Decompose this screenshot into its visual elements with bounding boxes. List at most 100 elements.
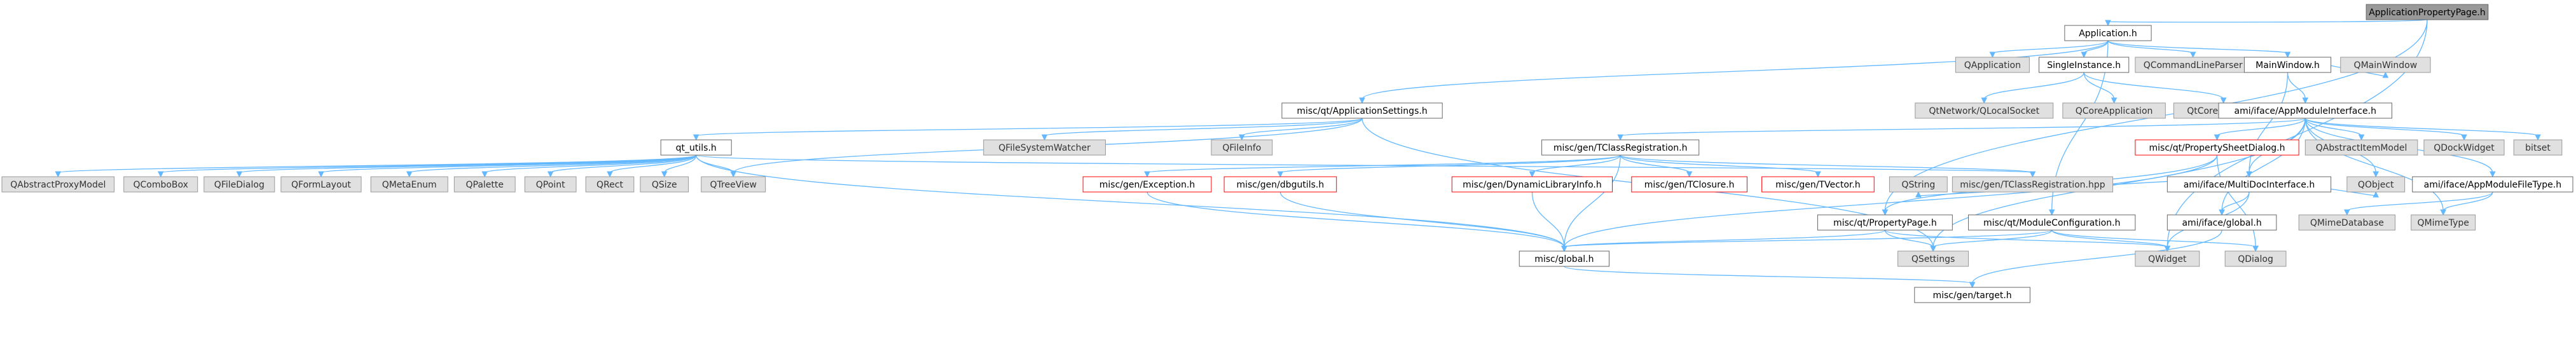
edge-tclassreg-to-exception bbox=[1147, 154, 1621, 174]
edge-dbgutils-to-miscglobal bbox=[1279, 191, 1565, 248]
node-qrect: QRect bbox=[585, 176, 635, 193]
node-target[interactable]: misc/gen/target.h bbox=[1914, 287, 2030, 303]
node-box bbox=[2135, 57, 2251, 73]
node-label: misc/gen/TVector.h bbox=[1775, 180, 1861, 190]
node-qmainwindow: QMainWindow bbox=[2340, 57, 2431, 73]
node-tclosure[interactable]: misc/gen/TClosure.h bbox=[1631, 176, 1747, 193]
node-label: ApplicationPropertyPage.h bbox=[2369, 8, 2485, 18]
node-box bbox=[1968, 214, 2136, 231]
node-qfileinfo: QFileInfo bbox=[1211, 139, 1273, 156]
node-appmodule[interactable]: ami/iface/AppModuleInterface.h bbox=[2218, 102, 2392, 119]
node-label: misc/qt/PropertyPage.h bbox=[1833, 218, 1937, 228]
node-multidoc[interactable]: ami/iface/MultiDocInterface.h bbox=[2166, 176, 2332, 193]
node-propsheet[interactable]: misc/qt/PropertySheetDialog.h bbox=[2135, 139, 2299, 156]
edge-arrowhead bbox=[2373, 191, 2380, 198]
node-tclassreg[interactable]: misc/gen/TClassRegistration.h bbox=[1541, 139, 1700, 156]
node-box bbox=[1451, 176, 1613, 193]
node-label: QMainWindow bbox=[2354, 60, 2418, 71]
node-tclassreghpp: misc/gen/TClassRegistration.hpp bbox=[1952, 176, 2114, 193]
node-mainwindow[interactable]: MainWindow.h bbox=[2243, 57, 2332, 73]
node-box bbox=[660, 139, 732, 156]
node-box bbox=[453, 176, 516, 193]
node-box bbox=[1281, 102, 1443, 119]
node-qapplication: QApplication bbox=[1955, 57, 2030, 73]
node-qtutils[interactable]: qt_utils.h bbox=[660, 139, 732, 156]
edge-appsettings-to-qtutils bbox=[696, 118, 1363, 137]
node-label: QComboBox bbox=[133, 180, 188, 190]
node-appsettings[interactable]: misc/qt/ApplicationSettings.h bbox=[1281, 102, 1443, 119]
edge-appmodft-to-qmimedb bbox=[2346, 191, 2493, 212]
node-app[interactable]: Application.h bbox=[2064, 25, 2152, 41]
edge-arrowhead bbox=[2440, 209, 2446, 216]
node-box bbox=[280, 176, 362, 193]
edge-singleinstance-to-qtglobal bbox=[2083, 72, 2224, 100]
node-label: QCommandLineParser bbox=[2144, 60, 2243, 71]
node-label: QObject bbox=[2358, 180, 2394, 190]
node-singleinstance[interactable]: SingleInstance.h bbox=[2039, 57, 2130, 73]
node-qdialog: QDialog bbox=[2224, 250, 2287, 267]
edge-arrowhead bbox=[236, 171, 243, 178]
node-miscglobal[interactable]: misc/global.h bbox=[1519, 250, 1610, 267]
node-label: misc/gen/TClassRegistration.hpp bbox=[1960, 180, 2105, 190]
node-label: misc/gen/TClosure.h bbox=[1644, 180, 1735, 190]
edge-root-to-app bbox=[2107, 19, 2428, 23]
node-label: SingleInstance.h bbox=[2047, 60, 2121, 71]
node-box bbox=[2166, 214, 2277, 231]
edge-arrowhead bbox=[607, 171, 613, 178]
edge-appmodule-to-amiglobal bbox=[2221, 118, 2306, 212]
node-qfiledialog: QFileDialog bbox=[203, 176, 275, 193]
node-bitset: bitset bbox=[2513, 139, 2563, 156]
node-amiglobal[interactable]: ami/iface/global.h bbox=[2166, 214, 2277, 231]
node-label: misc/gen/dbgutils.h bbox=[1237, 180, 1325, 190]
node-label: QPalette bbox=[466, 180, 504, 190]
node-exception[interactable]: misc/gen/Exception.h bbox=[1082, 176, 1212, 193]
node-box bbox=[1519, 250, 1610, 267]
node-label: misc/gen/Exception.h bbox=[1099, 180, 1195, 190]
node-root[interactable]: ApplicationPropertyPage.h bbox=[2366, 4, 2489, 20]
node-label: ami/iface/MultiDocInterface.h bbox=[2184, 180, 2315, 190]
node-appmodft[interactable]: ami/iface/AppModuleFileType.h bbox=[2412, 176, 2573, 193]
node-tvector[interactable]: misc/gen/TVector.h bbox=[1761, 176, 1875, 193]
node-label: misc/gen/target.h bbox=[1932, 291, 2011, 301]
node-box bbox=[1955, 57, 2030, 73]
edge-arrowhead bbox=[2535, 134, 2541, 141]
node-dbgutils[interactable]: misc/gen/dbgutils.h bbox=[1223, 176, 1337, 193]
edge-arrowhead bbox=[1915, 191, 1922, 198]
node-box bbox=[2243, 57, 2332, 73]
node-label: QCoreApplication bbox=[2076, 106, 2153, 116]
node-box bbox=[370, 176, 448, 193]
edge-arrowhead bbox=[1969, 282, 1976, 289]
edge-tclassreg-to-dbgutils bbox=[1279, 154, 1621, 174]
node-label: QString bbox=[1901, 180, 1935, 190]
edge-arrowhead bbox=[2111, 97, 2118, 104]
node-box bbox=[983, 139, 1106, 156]
node-qmimedb: QMimeDatabase bbox=[2298, 214, 2396, 231]
node-box bbox=[1817, 214, 1953, 231]
node-proppage[interactable]: misc/qt/PropertyPage.h bbox=[1817, 214, 1953, 231]
node-label: bitset bbox=[2525, 143, 2551, 153]
node-box bbox=[585, 176, 635, 193]
edge-mainwindow-to-multidoc bbox=[2249, 72, 2289, 174]
edge-tclassreg-to-tclassreghpp bbox=[1620, 154, 2034, 174]
edge-arrowhead bbox=[2382, 71, 2389, 78]
edge-proppage-to-qwidget bbox=[1884, 229, 2168, 248]
edge-arrowhead bbox=[1561, 245, 1567, 252]
edge-multidoc-to-amiglobal bbox=[2221, 191, 2250, 212]
node-box bbox=[203, 176, 275, 193]
node-modconfig[interactable]: misc/qt/ModuleConfiguration.h bbox=[1968, 214, 2136, 231]
edge-appmodft-to-qmimetype bbox=[2442, 191, 2493, 212]
node-box bbox=[2135, 139, 2299, 156]
node-qpalette: QPalette bbox=[453, 176, 516, 193]
edge-arrowhead bbox=[55, 171, 62, 178]
edge-arrowhead bbox=[2081, 51, 2087, 58]
edge-appmodule-to-tclassreg bbox=[1620, 118, 2306, 137]
node-label: Application.h bbox=[2079, 29, 2137, 39]
node-qmimetype: QMimeType bbox=[2411, 214, 2476, 231]
edge-arrowhead bbox=[318, 171, 324, 178]
node-label: QAbstractItemModel bbox=[2316, 143, 2407, 153]
dependency-nodes: ApplicationPropertyPage.hApplication.hQA… bbox=[1, 4, 2573, 303]
node-label: MainWindow.h bbox=[2256, 60, 2320, 71]
node-label: misc/gen/DynamicLibraryInfo.h bbox=[1463, 180, 1602, 190]
node-dynlib[interactable]: misc/gen/DynamicLibraryInfo.h bbox=[1451, 176, 1613, 193]
node-qfswatcher: QFileSystemWatcher bbox=[983, 139, 1106, 156]
